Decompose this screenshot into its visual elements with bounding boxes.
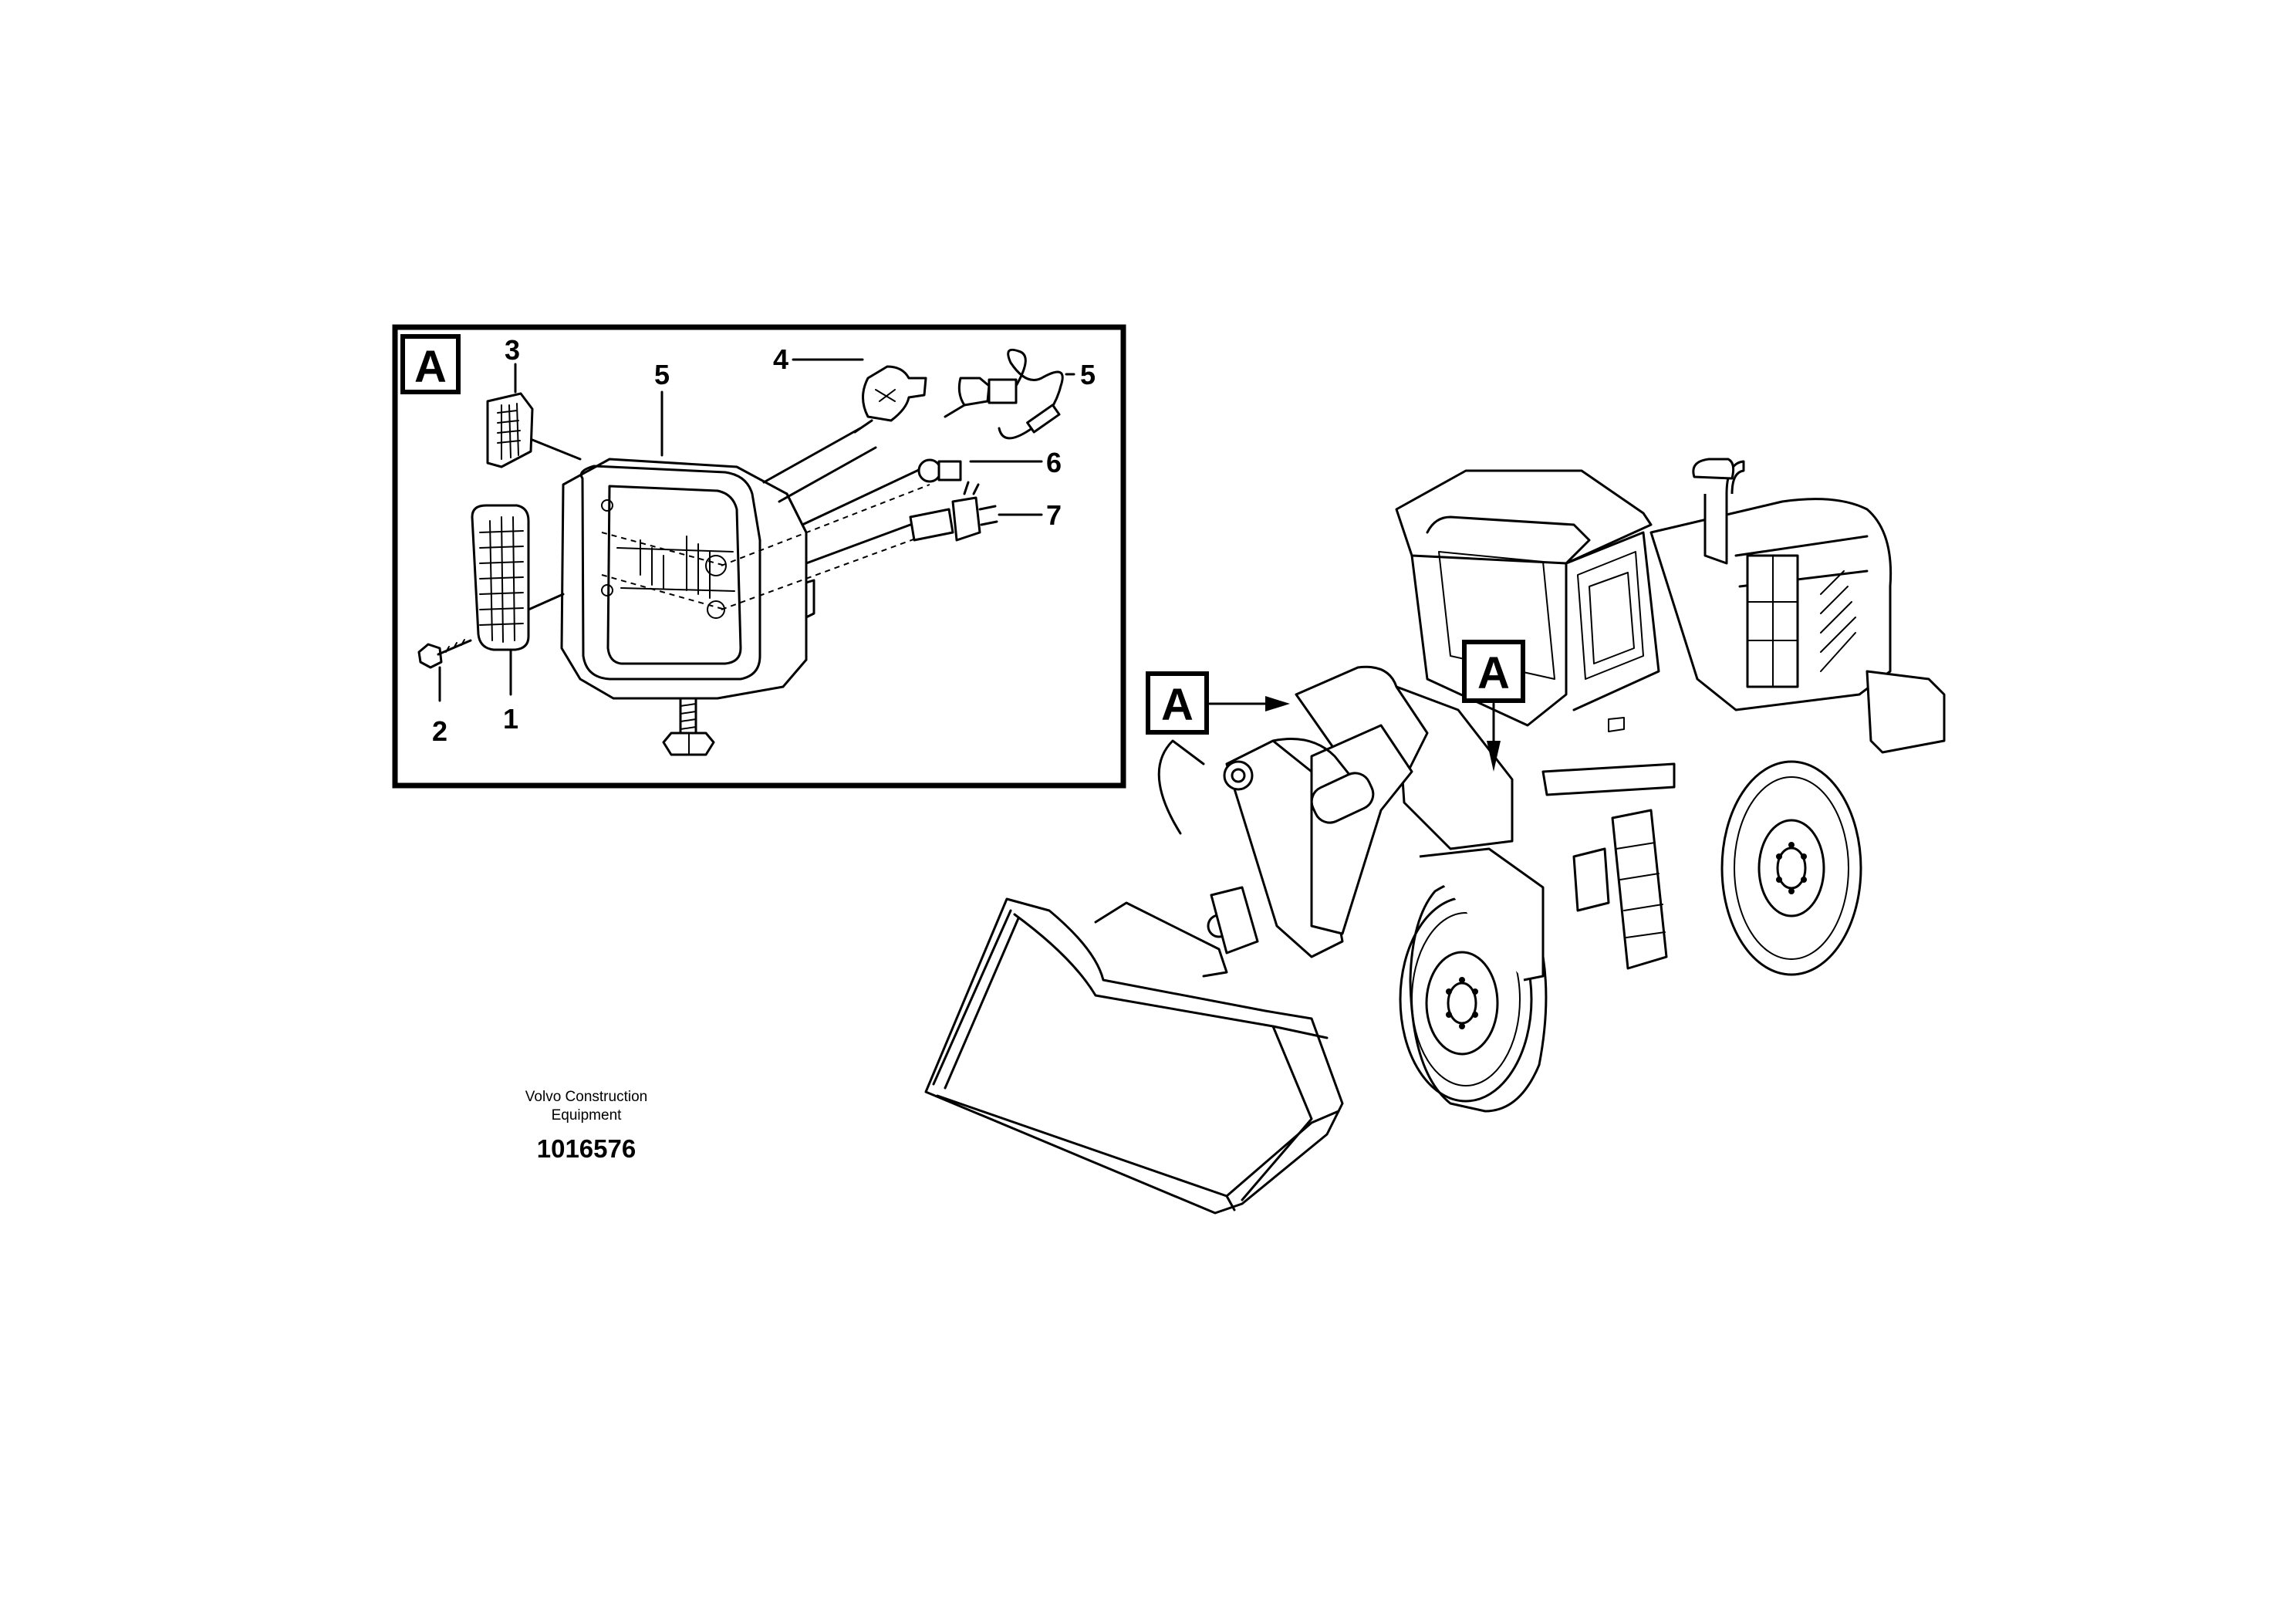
callout-6: 6: [1046, 447, 1062, 478]
wheel-loader: [924, 458, 1946, 1215]
bulb-5: [944, 348, 1064, 440]
drawing-number: 1016576: [536, 1134, 636, 1163]
detail-view-label: A: [414, 342, 447, 392]
bucket: [924, 897, 1344, 1215]
detail-leader-lines: [438, 358, 1075, 702]
view-marker-top-label: A: [1477, 648, 1510, 698]
side-marker-lens: [486, 392, 582, 468]
credit-company: Volvo Construction Equipment: [478, 1088, 694, 1125]
view-marker-left-label: A: [1161, 680, 1194, 730]
rear-wheel: [1720, 760, 1862, 976]
credit-company-line1: Volvo Construction: [525, 1089, 648, 1105]
callout-1: 1: [503, 703, 518, 735]
callout-3: 3: [505, 334, 520, 366]
mounting-nut: [662, 732, 715, 756]
lamp-housing: [560, 427, 935, 700]
callout-7: 7: [1046, 499, 1062, 531]
bulb-4: [853, 365, 927, 434]
callout-5-bulb: 5: [1080, 359, 1096, 390]
bulb-7: [909, 481, 998, 542]
bulb-6: [917, 458, 962, 483]
callout-5-housing: 5: [654, 359, 670, 390]
view-marker-top: A: [1462, 640, 1525, 772]
callout-4: 4: [773, 343, 788, 375]
view-marker-left: A: [1146, 671, 1290, 735]
cab: [1395, 469, 1660, 732]
screw: [417, 639, 472, 669]
front-lens: [471, 504, 565, 651]
callout-2: 2: [432, 715, 447, 747]
credit-company-line2: Equipment: [551, 1107, 622, 1124]
